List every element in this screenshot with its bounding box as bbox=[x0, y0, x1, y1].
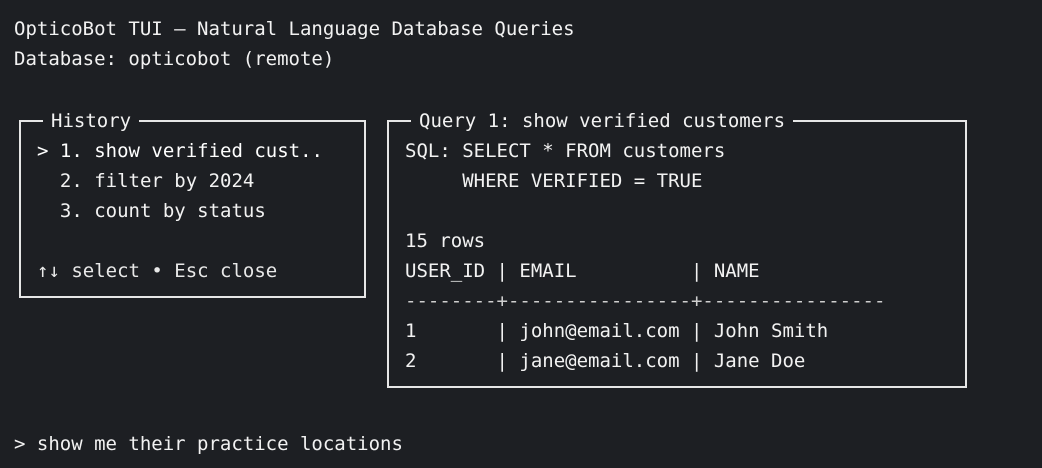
row-count: 15 rows bbox=[405, 230, 486, 252]
query-spacer bbox=[405, 196, 885, 226]
sql-line-1: SQL: SELECT * FROM customers bbox=[405, 140, 726, 162]
history-item-2[interactable]: 2. filter by 2024 bbox=[37, 170, 255, 192]
prompt-symbol: > bbox=[14, 433, 37, 455]
history-hint: ↑↓ select • Esc close bbox=[37, 260, 278, 282]
history-list: > 1. show verified cust.. 2. filter by 2… bbox=[37, 136, 323, 286]
history-spacer bbox=[37, 226, 323, 256]
command-prompt: > bbox=[14, 429, 837, 459]
history-panel-title: History bbox=[43, 106, 140, 136]
results-header: USER_ID | EMAIL | NAME bbox=[405, 260, 760, 282]
command-input[interactable] bbox=[36, 429, 837, 459]
query-panel: Query 1: show verified customers SQL: SE… bbox=[387, 106, 967, 388]
query-body: SQL: SELECT * FROM customers WHERE VERIF… bbox=[405, 136, 885, 376]
history-item-3[interactable]: 3. count by status bbox=[37, 200, 266, 222]
history-panel: History > 1. show verified cust.. 2. fil… bbox=[19, 106, 366, 298]
table-row: 2 | jane@email.com | Jane Doe bbox=[405, 350, 806, 372]
table-row: 1 | john@email.com | John Smith bbox=[405, 320, 829, 342]
database-info: Database: opticobot (remote) bbox=[14, 48, 335, 70]
app-title: OpticoBot TUI — Natural Language Databas… bbox=[14, 18, 575, 40]
sql-line-2: WHERE VERIFIED = TRUE bbox=[405, 170, 703, 192]
results-divider: --------+----------------+--------------… bbox=[405, 290, 886, 312]
history-item-1[interactable]: > 1. show verified cust.. bbox=[37, 140, 323, 162]
query-panel-title: Query 1: show verified customers bbox=[411, 106, 794, 136]
